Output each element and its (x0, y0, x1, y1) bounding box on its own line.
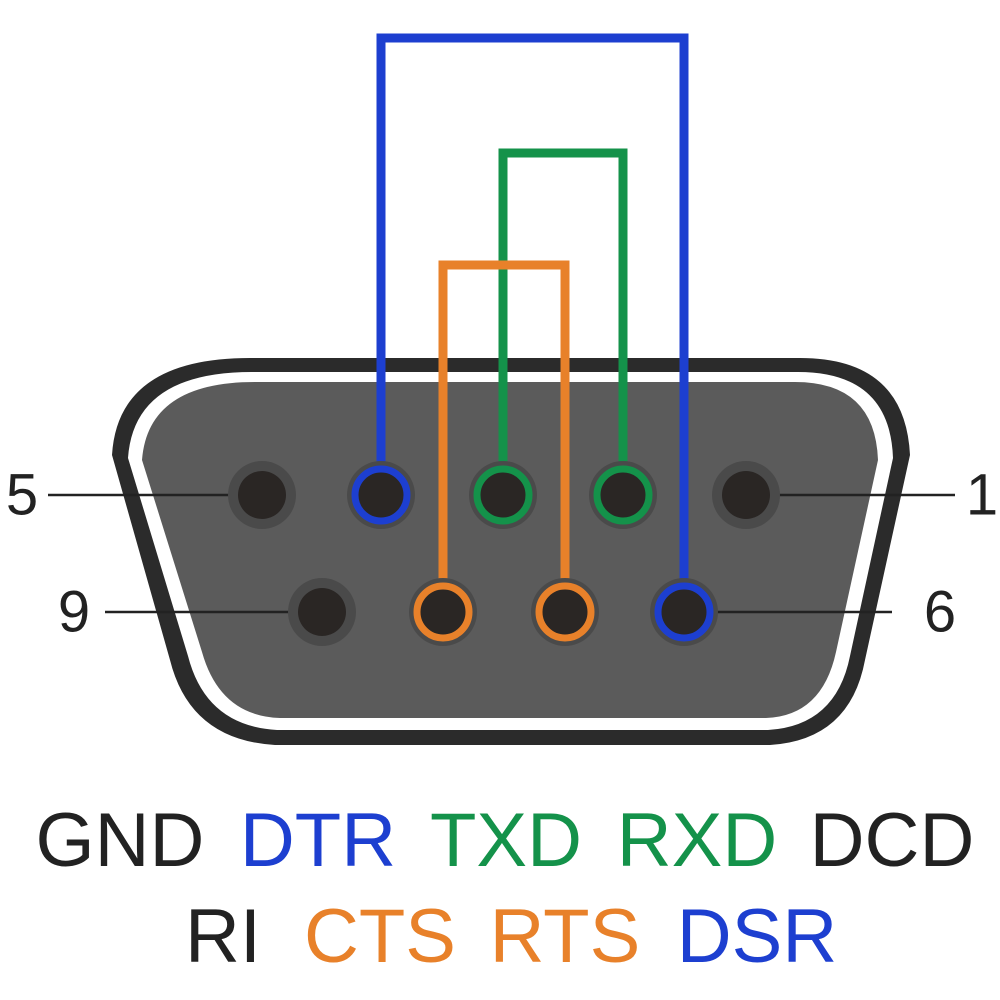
signal-label-dcd: DCD (810, 798, 975, 883)
connector-shell (112, 358, 910, 745)
leader-lines (48, 493, 955, 614)
pins (228, 461, 780, 646)
pin-9 (298, 588, 346, 636)
pin-number-9: 9 (58, 580, 90, 645)
signal-labels: GND DTR TXD RXD DCD RI CTS RTS DSR (36, 798, 975, 979)
pin-number-6: 6 (924, 580, 956, 645)
signal-label-dsr: DSR (677, 894, 837, 979)
wire-dtr-dsr (376, 33, 689, 612)
signal-label-rxd: RXD (617, 798, 777, 883)
pin-3 (473, 465, 533, 525)
loopback-wires (376, 33, 689, 612)
pin-6 (654, 582, 714, 642)
pin-number-1: 1 (966, 463, 998, 528)
pin-number-labels: 5 1 9 6 (6, 463, 998, 645)
signal-label-dtr: DTR (240, 798, 396, 883)
shell-face (142, 382, 878, 718)
signal-label-cts: CTS (304, 894, 456, 979)
pin-number-5: 5 (6, 463, 38, 528)
pin-1 (722, 471, 770, 519)
pin-4 (351, 465, 411, 525)
pin-7 (535, 582, 595, 642)
pin-8 (413, 582, 473, 642)
signal-label-rts: RTS (490, 894, 641, 979)
wire-cts-rts (438, 260, 570, 612)
signal-label-ri: RI (185, 894, 261, 979)
wire-txd-rxd (498, 148, 628, 495)
signal-label-txd: TXD (430, 798, 582, 883)
pin-5 (238, 471, 286, 519)
signal-label-gnd: GND (36, 798, 205, 883)
pin-2 (593, 465, 653, 525)
